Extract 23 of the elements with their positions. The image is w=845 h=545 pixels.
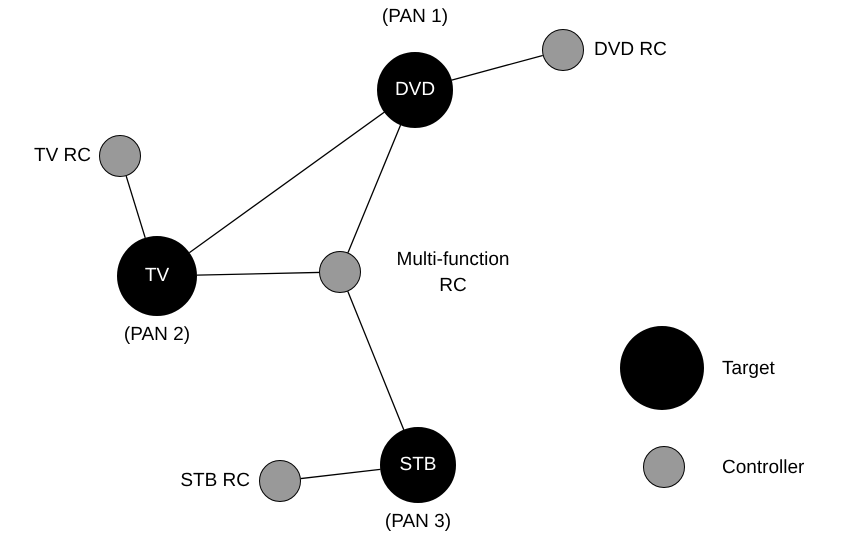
connector-line bbox=[452, 54, 543, 81]
node-caption: (PAN 3) bbox=[384, 510, 452, 534]
node-label: TV bbox=[144, 265, 170, 287]
node-caption: TV RC bbox=[34, 144, 91, 168]
node-caption: DVD RC bbox=[594, 38, 667, 62]
controller-circle bbox=[319, 251, 361, 293]
node-label: STB bbox=[400, 454, 436, 476]
node-caption: (PAN 1) bbox=[382, 5, 448, 29]
connector-line bbox=[300, 468, 380, 480]
node-caption: STB RC bbox=[180, 469, 250, 493]
connector-line bbox=[347, 291, 404, 430]
connector-line bbox=[196, 272, 320, 276]
legend-label: Target bbox=[722, 357, 775, 381]
node-caption: Multi-function RC bbox=[396, 248, 510, 298]
connector-line bbox=[126, 176, 146, 238]
connector-line bbox=[347, 124, 402, 253]
node-label: DVD bbox=[394, 79, 436, 101]
legend-label: Controller bbox=[722, 456, 804, 480]
controller-circle bbox=[259, 460, 301, 502]
connector-line bbox=[189, 112, 385, 254]
controller-circle bbox=[99, 135, 141, 177]
controller-circle bbox=[542, 29, 584, 71]
node-caption: (PAN 2) bbox=[124, 323, 190, 347]
